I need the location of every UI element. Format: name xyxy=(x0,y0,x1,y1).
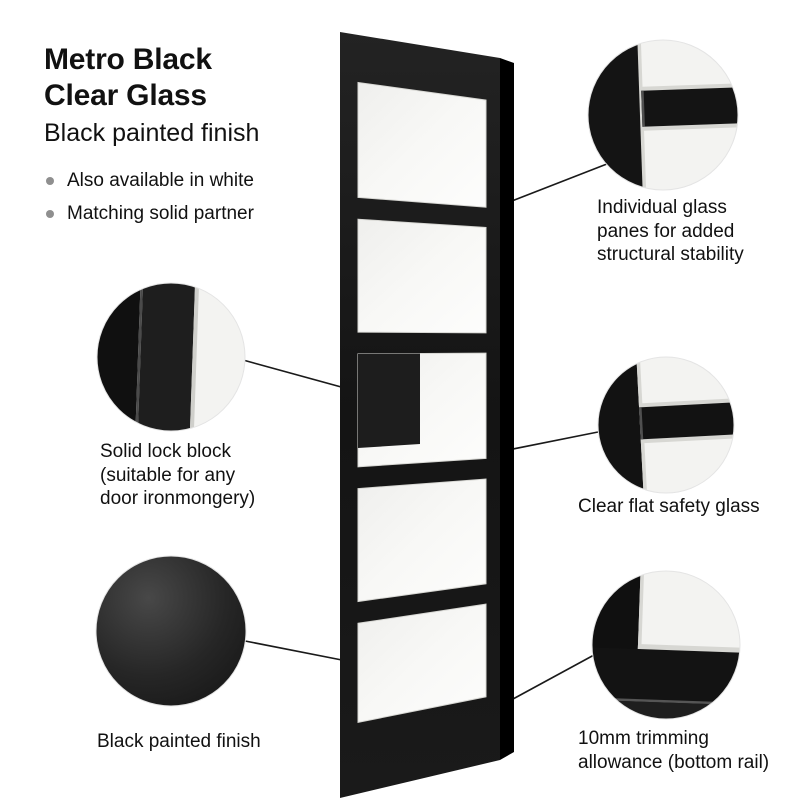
glass-pane-1 xyxy=(357,81,487,208)
glass-pane-2 xyxy=(357,218,487,334)
callout-label-line: door ironmongery) xyxy=(100,488,256,509)
door-lock-block xyxy=(358,353,420,448)
callout-circle-painted-finish xyxy=(95,555,247,707)
callout-circle-ring xyxy=(597,356,735,494)
callout-circle-glass-panes xyxy=(587,39,739,191)
callout-label-line: Solid lock block xyxy=(100,441,231,462)
glass-pane-4 xyxy=(357,478,487,603)
callout-label-line: Individual glass xyxy=(597,197,727,218)
callout-line-painted-finish xyxy=(239,639,353,663)
feature-label: Matching solid partner xyxy=(67,203,254,224)
page-subtitle: Black painted finish xyxy=(44,119,260,147)
bullet-icon xyxy=(46,210,54,218)
feature-list: Also available in white Matching solid p… xyxy=(46,170,254,236)
callout-label-line: 10mm trimming xyxy=(578,728,709,749)
callout-line-trimming xyxy=(512,654,595,700)
feature-item-solid-partner: Matching solid partner xyxy=(46,203,254,225)
callout-label-trimming: 10mm trimming allowance (bottom rail) xyxy=(578,727,769,774)
page-title-line-2: Clear Glass xyxy=(44,79,207,112)
callout-circle-ring xyxy=(587,39,739,191)
callout-label-line: Black painted finish xyxy=(97,731,261,752)
bullet-icon xyxy=(46,177,54,185)
callout-label-line: Clear flat safety glass xyxy=(578,496,760,517)
callout-label-glass-panes: Individual glass panes for added structu… xyxy=(597,196,744,267)
callout-circle-ring xyxy=(96,282,246,432)
callout-label-line: structural stability xyxy=(597,244,744,265)
header: Metro Black Clear Glass Black painted fi… xyxy=(44,42,259,148)
callout-label-line: allowance (bottom rail) xyxy=(578,751,770,773)
door-illustration xyxy=(340,32,514,798)
callout-label-line: panes for added xyxy=(597,220,735,242)
feature-label: Also available in white xyxy=(67,170,254,191)
callout-label-lock-block: Solid lock block (suitable for any door … xyxy=(100,440,255,511)
callout-label-painted-finish: Black painted finish xyxy=(97,730,261,754)
painted-finish-swatch xyxy=(96,556,246,706)
glass-pane-5 xyxy=(357,603,487,724)
door-edge-face xyxy=(500,58,514,760)
callout-label-safety-glass: Clear flat safety glass xyxy=(578,495,760,519)
callout-circle-trimming xyxy=(591,570,741,720)
callout-circle-lock-block xyxy=(96,282,246,432)
callout-circle-ring xyxy=(591,570,741,720)
page-title-line-1: Metro Black xyxy=(44,43,212,76)
callout-label-line: (suitable for any xyxy=(100,464,236,486)
callout-circle-safety-glass xyxy=(597,356,735,494)
feature-item-white: Also available in white xyxy=(46,170,254,192)
callout-circle-ring xyxy=(95,555,247,707)
